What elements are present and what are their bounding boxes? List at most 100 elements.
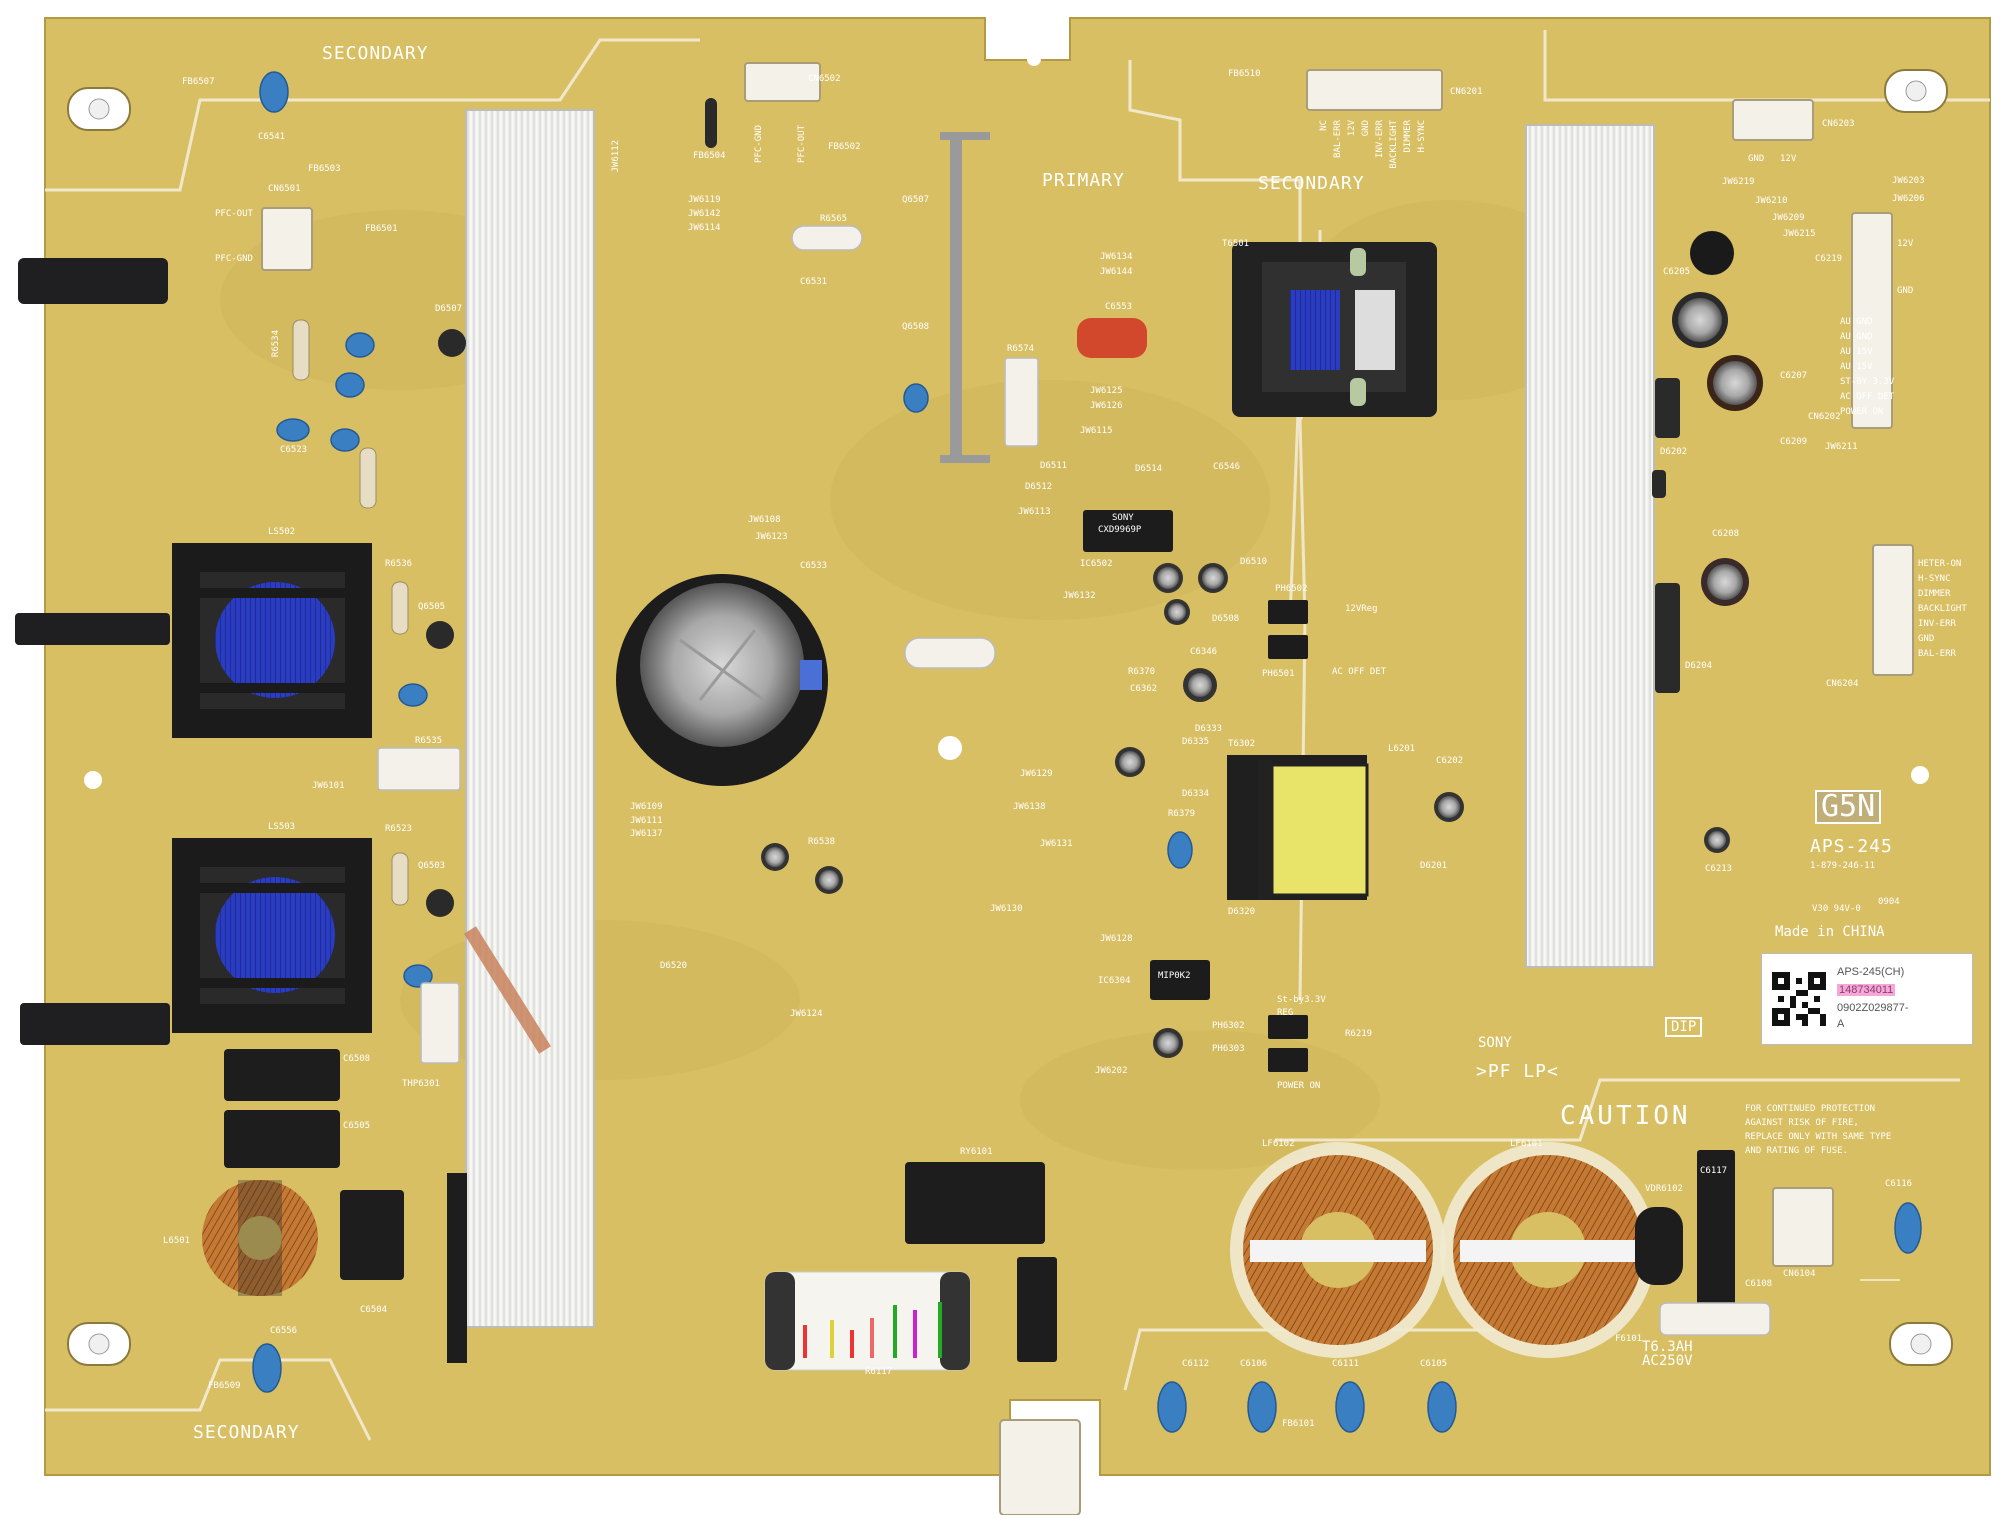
- ref-fb6507: FB6507: [182, 77, 215, 87]
- mounting-holes: [67, 52, 1953, 1366]
- ref-ic6502: IC6502: [1080, 559, 1113, 569]
- zone-secondary-center: SECONDARY: [1258, 173, 1365, 194]
- ref-jw6137: JW6111: [630, 816, 663, 826]
- ref-jw6125: JW6125: [1090, 386, 1123, 396]
- caution-line-3: REPLACE ONLY WITH SAME TYPE: [1745, 1132, 1892, 1142]
- sticker-line-2: 148734011: [1837, 984, 1896, 996]
- line-filter-lf6102: [1230, 1142, 1446, 1358]
- ref-l6201: L6201: [1388, 744, 1416, 754]
- ref-c6546: C6546: [1213, 462, 1241, 472]
- ref-jw6142: JW6142: [688, 209, 721, 219]
- ref-c6219: C6219: [1815, 254, 1843, 264]
- ref-cn6203: CN6203: [1822, 119, 1855, 129]
- ref-fb6510: FB6510: [1228, 69, 1261, 79]
- cn6203-pin: 12V: [1780, 154, 1797, 164]
- ref-ls502: LS502: [268, 527, 296, 537]
- ref-c6108: C6108: [1745, 1279, 1773, 1289]
- date-code: 0904: [1878, 897, 1900, 907]
- ref-jw6108: JW6108: [748, 515, 781, 525]
- model-number: APS-245: [1810, 836, 1893, 857]
- sticker-line-4: A: [1837, 1018, 1845, 1030]
- ref-jw6206: JW6206: [1892, 194, 1925, 204]
- cn6204-pin: BAL-ERR: [1918, 649, 1956, 659]
- cn6201-pin: DIMMER: [1403, 120, 1413, 153]
- caution-line-4: AND RATING OF FUSE.: [1745, 1146, 1848, 1156]
- ref-d6514: D6514: [1135, 464, 1163, 474]
- ref-c6209: C6209: [1780, 437, 1808, 447]
- ref-c6531: C6531: [800, 277, 828, 287]
- fuse-rating: T6.3AH: [1642, 1339, 1693, 1355]
- ref-jw6210: JW6210: [1755, 196, 1788, 206]
- ref-ph6502: PH6502: [1275, 584, 1308, 594]
- ref-cn6502: CN6502: [808, 74, 841, 84]
- ref-lf6101: LF6101: [1510, 1139, 1543, 1149]
- ref-ry6101: RY6101: [960, 1147, 993, 1157]
- ref-jw6124: JW6128: [1100, 934, 1133, 944]
- ref-c6346: C6346: [1190, 647, 1218, 657]
- cn6202-pin: 12V: [1897, 239, 1914, 249]
- cn6204-pin: HETER-ON: [1918, 559, 1962, 569]
- ref-q6508: Q6508: [902, 322, 930, 332]
- cn6202-pin: AU GND: [1840, 332, 1873, 342]
- ref-cn6202: CN6202: [1808, 412, 1841, 422]
- ref-jw6209: JW6209: [1772, 213, 1805, 223]
- ref-jw6134: JW6134: [1100, 252, 1133, 262]
- ic-marking-cxd: CXD9969P: [1098, 525, 1142, 535]
- sticker-line-3: 0902Z029877-: [1837, 1002, 1909, 1014]
- ref-c6523: C6523: [280, 445, 308, 455]
- ref-jw6203: JW6203: [1892, 176, 1925, 186]
- ref-r6534: R6534: [271, 330, 281, 358]
- ref-d6333: D6333: [1195, 724, 1223, 734]
- cn6501-pin: PFC-OUT: [215, 209, 253, 219]
- caution-title: CAUTION: [1560, 1101, 1691, 1131]
- ref-ic6304: IC6304: [1098, 976, 1131, 986]
- sticker-line-1: APS-245(CH): [1837, 966, 1905, 978]
- cn6501-pin: PFC-GND: [215, 254, 253, 264]
- ref-fb6503: FB6503: [308, 164, 341, 174]
- model-badge: G5N: [1815, 790, 1882, 824]
- brand-text: SONY: [1478, 1035, 1512, 1051]
- ref-q6505: Q6505: [418, 602, 446, 612]
- cn6201-pin: 12V: [1347, 120, 1357, 137]
- ref-c6553: C6553: [1105, 302, 1133, 312]
- ref-cn6201: CN6201: [1450, 87, 1483, 97]
- label-reg: REG: [1277, 1008, 1294, 1018]
- ref-d6510: D6510: [1240, 557, 1268, 567]
- ref-jw6131: JW6138: [1013, 802, 1046, 812]
- ref-jw6219: JW6219: [1722, 177, 1755, 187]
- cn6202-pin: AU 15V: [1840, 347, 1873, 357]
- cn6502-pin: PFC-OUT: [797, 125, 807, 163]
- ref-fb6101: FB6101: [1282, 1419, 1315, 1429]
- ref-jw6128: JW6130: [990, 904, 1023, 914]
- ref-jw6132: JW6132: [1063, 591, 1096, 601]
- ref-ls503: LS503: [268, 822, 296, 832]
- ref-d6201: D6201: [1420, 861, 1448, 871]
- ref-q6503: Q6503: [418, 861, 446, 871]
- ref-d6204: D6204: [1685, 661, 1713, 671]
- ref-c6362: C6362: [1130, 684, 1158, 694]
- ref-cn6501: CN6501: [268, 184, 301, 194]
- heatsink-left: [465, 109, 595, 1328]
- transformer-t6302: [1227, 755, 1369, 900]
- ref-r6219: R6219: [1345, 1029, 1373, 1039]
- cn6202-pin: GND: [1897, 286, 1914, 296]
- ref-jw6109: JW6101: [312, 781, 345, 791]
- ref-r6574: R6574: [1007, 344, 1035, 354]
- cn6204-pin: DIMMER: [1918, 589, 1951, 599]
- ref-c6117: C6117: [1700, 1166, 1728, 1176]
- cn6201-pin: GND: [1361, 120, 1371, 137]
- ref-ph6303: PH6303: [1212, 1044, 1245, 1054]
- ref-c6504: C6504: [360, 1305, 388, 1315]
- cn6203-pin: GND: [1748, 154, 1765, 164]
- zone-secondary-bottom-left: SECONDARY: [193, 1422, 300, 1443]
- ref-r6379: R6379: [1168, 809, 1196, 819]
- ic-marking-sony: SONY: [1112, 513, 1134, 523]
- ref-fb6509: FB6509: [208, 1381, 241, 1391]
- ref-c6202: C6202: [1436, 756, 1464, 766]
- ref-c6207: C6207: [1780, 371, 1808, 381]
- ref-jw6113: JW6113: [1018, 507, 1051, 517]
- label-stby-3v3: St-by3.3V: [1277, 995, 1326, 1005]
- ref-jw6115: JW6115: [1080, 426, 1113, 436]
